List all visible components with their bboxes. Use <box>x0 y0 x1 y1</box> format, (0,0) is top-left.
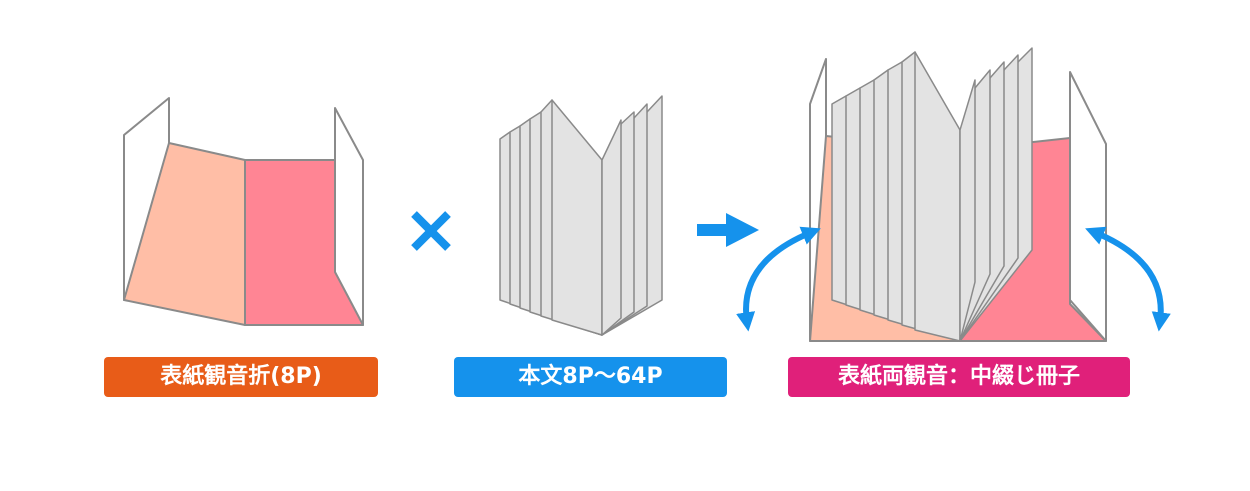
body-pages-label: 本文8P〜64P <box>454 357 727 397</box>
cover-label: 表紙観音折(8P) <box>104 357 378 397</box>
result-label: 表紙両観音：中綴じ冊子 <box>788 357 1130 397</box>
body-pages-illustration <box>499 95 663 336</box>
right-arrow-icon <box>697 213 759 247</box>
assembled-booklet-illustration <box>809 47 1107 342</box>
curved-double-arrow-icon <box>1085 226 1171 332</box>
gatefold-cover-illustration <box>123 97 364 326</box>
multiply-icon <box>411 211 451 251</box>
curved-double-arrow-icon <box>736 226 821 332</box>
